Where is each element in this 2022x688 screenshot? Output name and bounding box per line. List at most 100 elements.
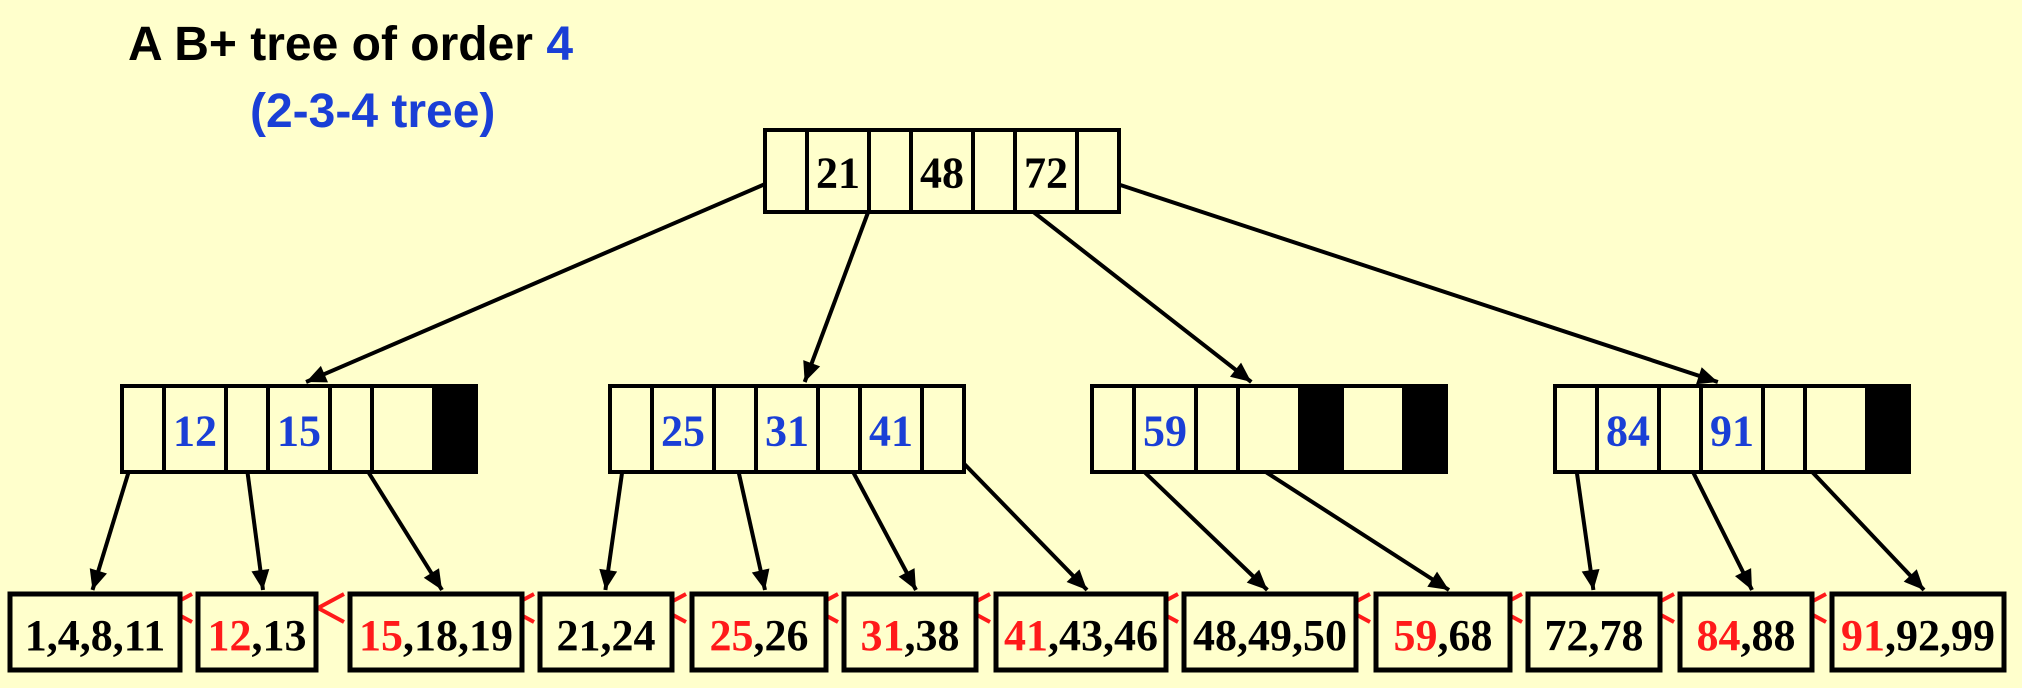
pointer-slot	[920, 384, 966, 474]
key-slot	[1595, 384, 1661, 474]
leaf-remaining-keys: 48,49,50	[1193, 611, 1347, 660]
arrowhead	[1246, 569, 1268, 590]
key-slot	[1013, 128, 1079, 214]
key-slot	[162, 384, 228, 474]
empty-key-slot	[1803, 384, 1869, 474]
leaf-box	[841, 591, 979, 673]
leaf-first-key: 12	[208, 611, 252, 660]
key-slot	[1699, 384, 1765, 474]
pointer-slot	[1090, 384, 1136, 474]
node-key: 72	[1024, 149, 1068, 198]
leaf-keys: 21,24	[557, 611, 656, 660]
key-slot	[858, 384, 924, 474]
child-pointer-edge	[305, 173, 787, 384]
pointer-slot	[1553, 384, 1599, 474]
arrowhead	[1427, 571, 1449, 590]
node-key: 12	[173, 407, 217, 456]
arrowhead	[1229, 362, 1252, 382]
leaf-remaining-keys: 1,4,8,11	[25, 611, 166, 660]
empty-pointer-slot	[1298, 384, 1344, 474]
arrowhead	[898, 568, 916, 590]
empty-key-slot	[1236, 384, 1302, 474]
leaf-node: 1,4,8,11	[7, 591, 183, 673]
arrowhead	[1696, 367, 1718, 385]
arrowhead	[1735, 568, 1752, 590]
leaf-keys: 84,88	[1697, 611, 1796, 660]
node-key: 84	[1606, 407, 1650, 456]
leaf-node: 41,43,46	[993, 591, 1169, 673]
leaf-node: 84,88	[1677, 591, 1815, 673]
leaf-remaining-keys: ,43,46	[1048, 611, 1158, 660]
leaf-box	[7, 591, 183, 673]
leaf-keys: 91,92,99	[1841, 611, 1995, 660]
leaf-keys: 25,26	[710, 611, 809, 660]
pointer-slot	[120, 384, 166, 474]
node-key: 48	[920, 149, 964, 198]
arrowhead	[251, 568, 270, 590]
edges-layer	[89, 173, 1926, 592]
empty-pointer-slot	[432, 384, 478, 474]
node-key: 21	[816, 149, 860, 198]
diagram-subtitle: (2-3-4 tree)	[250, 85, 496, 138]
empty-pointer-slot	[1865, 384, 1911, 474]
diagram-title: A B+ tree of order 4	[128, 21, 573, 69]
node-key: 59	[1143, 407, 1187, 456]
leaf-remaining-keys: ,13	[252, 611, 307, 660]
leaf-box	[1677, 591, 1815, 673]
pointer-slot	[1761, 384, 1807, 474]
pointer-slot	[763, 128, 809, 214]
leaf-box	[1373, 591, 1513, 673]
leaf-node: 91,92,99	[1829, 591, 2007, 673]
node-key: 15	[277, 407, 321, 456]
empty-key-slot	[370, 384, 436, 474]
arrowhead	[751, 568, 770, 590]
empty-key-slot	[1340, 384, 1406, 474]
arrowhead	[423, 568, 442, 590]
node-key: 31	[765, 407, 809, 456]
leaf-keys: 15,18,19	[359, 611, 513, 660]
leaf-node: 59,68	[1373, 591, 1513, 673]
key-slot	[754, 384, 820, 474]
arrowhead	[306, 365, 329, 383]
leaf-node: 21,24	[537, 591, 675, 673]
arrowhead	[1066, 569, 1087, 590]
leaf-keys: 41,43,46	[1004, 611, 1158, 660]
leaf-remaining-keys: ,92,99	[1885, 611, 1995, 660]
pointer-slot	[1194, 384, 1240, 474]
leaf-box	[993, 591, 1169, 673]
pointer-slot	[712, 384, 758, 474]
node-key: 25	[661, 407, 705, 456]
leaf-node: 15,18,19	[347, 591, 525, 673]
key-slot	[805, 128, 871, 214]
leaf-remaining-keys: ,18,19	[403, 611, 513, 660]
leaf-remaining-keys: ,26	[754, 611, 809, 660]
pointer-slot	[867, 128, 913, 214]
leaf-remaining-keys: 72,78	[1545, 611, 1644, 660]
leaf-remaining-keys: 21,24	[557, 611, 656, 660]
title-prefix: A B+ tree of order	[128, 18, 547, 71]
leaf-node: 48,49,50	[1181, 591, 1359, 673]
leaf-remaining-keys: ,88	[1741, 611, 1796, 660]
leaf-node: 72,78	[1525, 591, 1663, 673]
leaf-keys: 1,4,8,11	[25, 611, 166, 660]
pointer-slot	[224, 384, 270, 474]
leaf-first-key: 91	[1841, 611, 1885, 660]
leaf-node: 25,26	[689, 591, 829, 673]
internal-node: 84 91	[1553, 384, 1911, 474]
leaf-node: 31,38	[841, 591, 979, 673]
leaf-sibling-link	[313, 592, 345, 624]
pointer-slot	[816, 384, 862, 474]
leaf-keys: 12,13	[208, 611, 307, 660]
leaf-box	[689, 591, 829, 673]
leaf-box	[537, 591, 675, 673]
leaf-first-key: 84	[1697, 611, 1741, 660]
pointer-slot	[328, 384, 374, 474]
leaf-keys: 31,38	[861, 611, 960, 660]
pointer-slot	[608, 384, 654, 474]
arrowhead	[1903, 569, 1924, 590]
pointer-slot	[1075, 128, 1121, 214]
leaf-box	[195, 591, 319, 673]
node-key: 91	[1710, 407, 1754, 456]
